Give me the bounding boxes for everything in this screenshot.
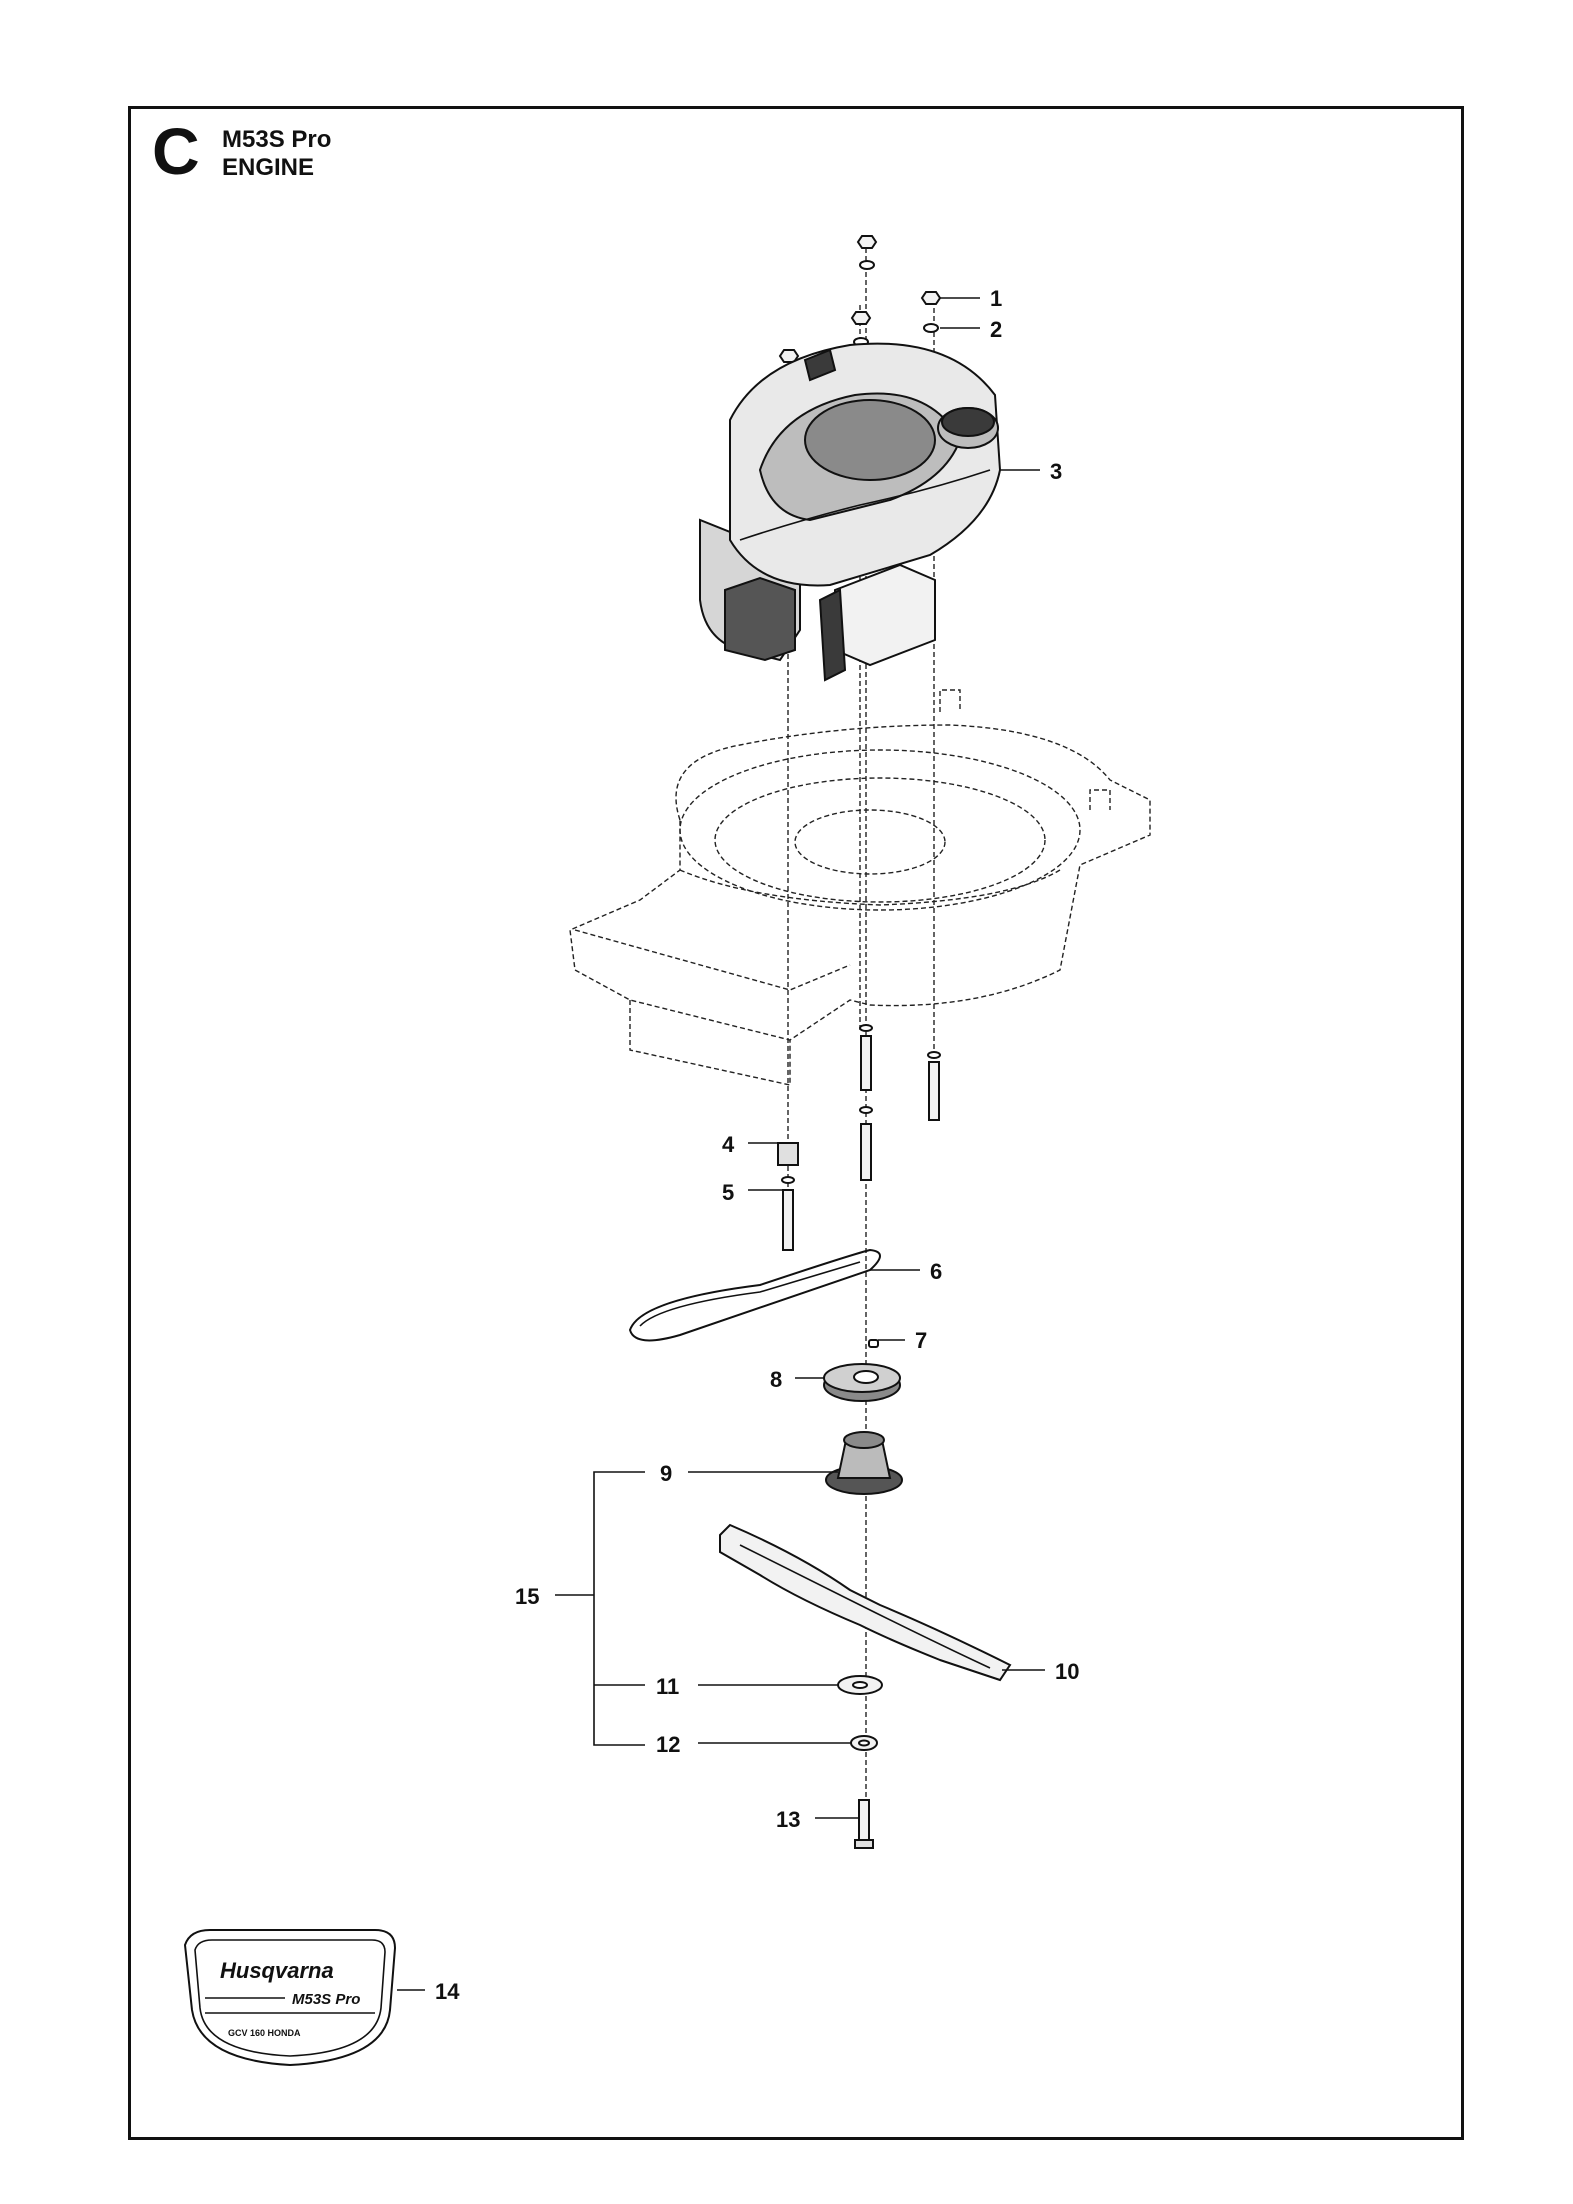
bolt — [782, 1189, 794, 1251]
mower-deck-outline — [569, 689, 1151, 1086]
callout-2: 2 — [990, 317, 1002, 342]
blade-edge — [739, 1544, 991, 1669]
decal-engine-text: GCV 160 HONDA — [228, 2028, 301, 2038]
callout-13: 13 — [776, 1807, 800, 1832]
lower-fasteners — [777, 1024, 941, 1251]
blade — [719, 1523, 1012, 1682]
callout-3: 3 — [1050, 459, 1062, 484]
spacer — [777, 1142, 799, 1166]
section-letter: C — [152, 114, 200, 188]
model-decal: Husqvarna M53S Pro GCV 160 HONDA — [183, 1929, 397, 2067]
washer — [923, 323, 939, 333]
callout-15: 15 — [515, 1584, 539, 1609]
callout-1: 1 — [990, 286, 1002, 311]
model-title: M53S Pro — [222, 126, 332, 153]
drawing-frame — [128, 106, 1464, 2140]
decal-brand-text: Husqvarna — [220, 1958, 334, 1983]
blade-bolt — [858, 1799, 870, 1841]
drive-belt — [628, 1248, 881, 1342]
callout-5: 5 — [722, 1180, 734, 1205]
blade-adapter — [825, 1431, 903, 1495]
decal-model-text: M53S Pro — [292, 1991, 360, 2008]
callout-4: 4 — [722, 1132, 735, 1157]
callout-12: 12 — [656, 1732, 680, 1757]
callout-8: 8 — [770, 1367, 782, 1392]
callout-10: 10 — [1055, 1659, 1079, 1684]
engine-illustration — [699, 342, 1002, 682]
section-title: ENGINE — [222, 154, 315, 181]
drive-belt-inner — [639, 1261, 861, 1327]
callout-7: 7 — [915, 1328, 927, 1353]
pulley — [823, 1363, 901, 1402]
key — [868, 1339, 879, 1348]
nut — [920, 291, 942, 305]
callout-11: 11 — [656, 1674, 679, 1699]
callout-9: 9 — [660, 1461, 672, 1486]
callout-labels: 1 2 3 4 5 6 7 8 9 10 11 12 13 14 15 — [435, 286, 1079, 2004]
leader-lines — [397, 297, 1045, 1991]
callout-14: 14 — [435, 1979, 460, 2004]
callout-6: 6 — [930, 1259, 942, 1284]
